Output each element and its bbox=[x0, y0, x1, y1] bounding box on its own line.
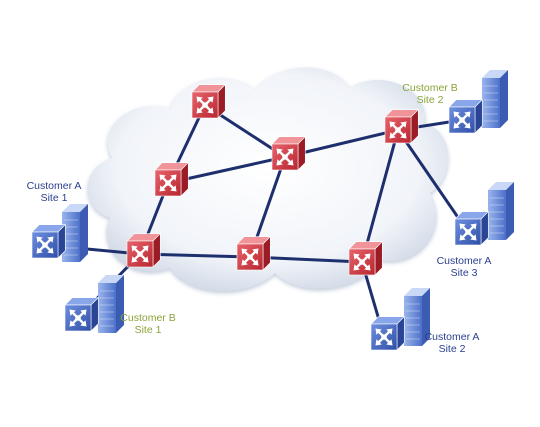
label-customer-a-site-2: Customer A Site 2 bbox=[420, 331, 484, 355]
server-router-icon bbox=[448, 98, 484, 134]
label-site-name: Site 2 bbox=[438, 343, 466, 355]
server-router-icon bbox=[31, 223, 67, 259]
server-icon bbox=[404, 288, 430, 346]
router-icon bbox=[154, 161, 190, 197]
router-icon bbox=[191, 83, 227, 119]
server-icon bbox=[482, 70, 508, 128]
network-devices bbox=[31, 70, 514, 351]
label-site-name: Site 3 bbox=[450, 267, 478, 279]
label-customer-name: Customer A bbox=[436, 255, 492, 267]
label-customer-name: Customer B bbox=[120, 312, 176, 324]
server-router-icon bbox=[370, 315, 406, 351]
server-router-icon bbox=[454, 210, 490, 246]
label-customer-b-site-2: Customer B Site 2 bbox=[398, 82, 462, 106]
router-icon bbox=[126, 232, 162, 268]
server-router-icon bbox=[64, 296, 100, 332]
label-site-name: Site 1 bbox=[134, 324, 162, 336]
server-icon bbox=[98, 275, 124, 333]
label-customer-a-site-1: Customer A Site 1 bbox=[22, 180, 86, 204]
network-link bbox=[360, 128, 400, 264]
router-icon bbox=[384, 108, 420, 144]
server-icon bbox=[62, 204, 88, 262]
label-customer-name: Customer A bbox=[424, 331, 480, 343]
label-customer-a-site-3: Customer A Site 3 bbox=[432, 255, 496, 279]
server-icon bbox=[488, 182, 514, 240]
label-site-name: Site 2 bbox=[416, 94, 444, 106]
network-link bbox=[396, 128, 470, 234]
cloud-icon bbox=[87, 67, 449, 294]
label-customer-name: Customer B bbox=[402, 82, 458, 94]
label-customer-b-site-1: Customer B Site 1 bbox=[116, 312, 180, 336]
label-site-name: Site 1 bbox=[40, 192, 68, 204]
label-customer-name: Customer A bbox=[26, 180, 82, 192]
router-icon bbox=[348, 240, 384, 276]
router-icon bbox=[236, 235, 272, 271]
router-icon bbox=[271, 135, 307, 171]
